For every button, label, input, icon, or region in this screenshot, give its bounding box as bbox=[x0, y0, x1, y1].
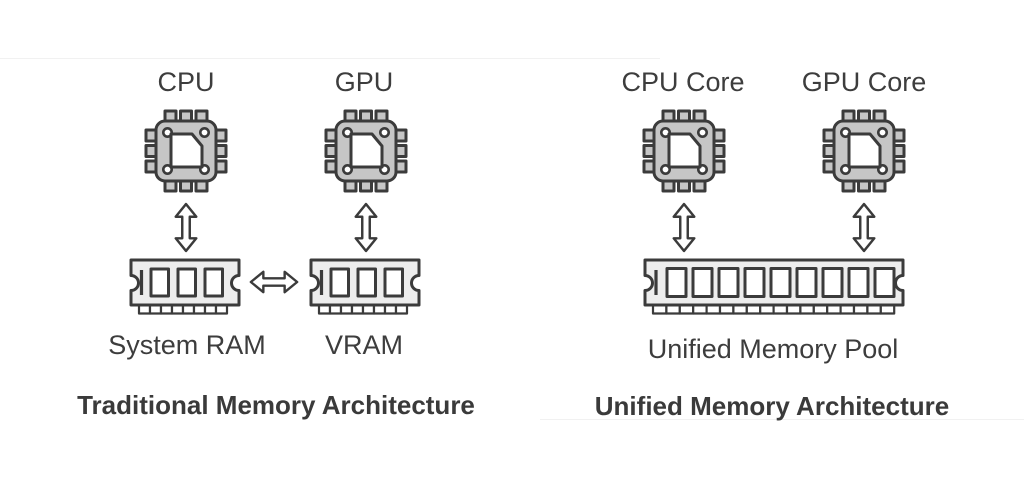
vram-module-icon bbox=[305, 258, 425, 316]
cpu-chip-icon bbox=[144, 109, 228, 193]
gpu-core-chip-icon bbox=[822, 109, 906, 193]
cpu-label: CPU bbox=[157, 67, 215, 97]
cpu-core-chip-icon bbox=[642, 109, 726, 193]
vram-label: VRAM bbox=[324, 330, 404, 360]
card-edge-top bbox=[0, 58, 660, 59]
system-ram-module-icon bbox=[125, 258, 245, 316]
system-ram-label: System RAM bbox=[108, 330, 266, 360]
unified-memory-module-icon bbox=[639, 258, 909, 316]
traditional-architecture-title: Traditional Memory Architecture bbox=[77, 390, 475, 420]
gpu-label: GPU bbox=[334, 67, 394, 97]
gpu-chip-icon bbox=[324, 109, 408, 193]
ram-vram-horizontal-double-arrow-icon bbox=[249, 267, 299, 297]
cpu-core-memory-vertical-double-arrow-icon bbox=[669, 201, 699, 254]
gpu-core-memory-vertical-double-arrow-icon bbox=[849, 201, 879, 254]
cpu-ram-vertical-double-arrow-icon bbox=[171, 201, 201, 254]
gpu-vram-vertical-double-arrow-icon bbox=[351, 201, 381, 254]
cpu-core-label: CPU Core bbox=[621, 67, 745, 97]
unified-architecture-title: Unified Memory Architecture bbox=[594, 391, 950, 421]
unified-memory-pool-label: Unified Memory Pool bbox=[647, 334, 899, 364]
card-edge-bottom bbox=[540, 419, 1024, 420]
gpu-core-label: GPU Core bbox=[801, 67, 927, 97]
